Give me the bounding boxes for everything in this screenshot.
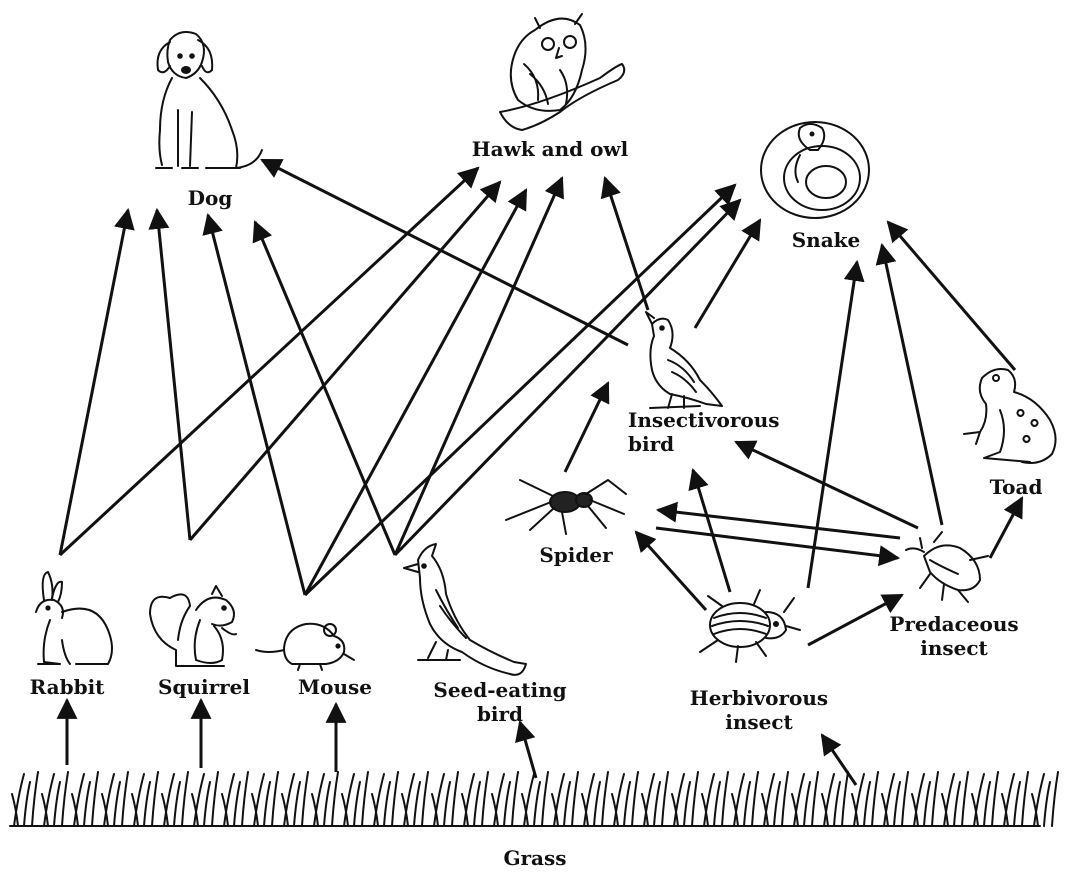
arrow-mouse-snake	[303, 183, 737, 597]
arrow-herbivorous-insect-predaceous-insect	[807, 593, 904, 647]
arrow-predaceous-insect-spider	[655, 501, 901, 540]
arrow-predaceous-insect-insectivorous-bird	[734, 440, 919, 530]
label-rabbit: Rabbit	[29, 675, 105, 699]
arrow-squirrel-dog	[148, 207, 192, 541]
arrow-grass-seed-eating-bird	[515, 719, 538, 779]
label-squirrel: Squirrel	[158, 675, 250, 699]
label-toad: Toad	[989, 475, 1043, 499]
rabbit-icon	[35, 571, 113, 665]
arrow-seed-bird-dog	[252, 220, 397, 556]
grass-icon	[9, 771, 1059, 827]
cardinal-icon	[403, 543, 527, 676]
label-mouse: Mouse	[297, 675, 372, 699]
arrow-mouse-hawk	[303, 188, 528, 596]
label-herbivorous-insect: Herbivorous insect	[689, 686, 829, 734]
beetle-icon	[905, 531, 989, 603]
arrow-spider-insectivorous-bird	[563, 381, 610, 473]
arrow-mouse-dog	[202, 212, 307, 596]
grass-blades	[11, 771, 1059, 827]
arrow-insectivorous-bird-hawk	[600, 176, 650, 311]
arrow-rabbit-hawk	[58, 166, 480, 557]
squirrel-icon	[149, 585, 237, 667]
feeding-arrows	[56, 158, 1024, 786]
arrow-predaceous-insect-toad	[988, 496, 1024, 559]
arrow-herbivorous-insect-insectivorous-bird	[688, 467, 732, 593]
arrow-rabbit-dog	[58, 207, 135, 556]
label-dog: Dog	[187, 186, 233, 210]
arrow-insectivorous-bird-dog	[260, 158, 629, 347]
snake-icon	[760, 121, 870, 219]
label-predaceous-insect: Predaceous insect	[889, 612, 1019, 660]
label-spider: Spider	[539, 543, 613, 567]
arrow-insectivorous-bird-snake	[693, 218, 762, 329]
spider-icon	[505, 479, 627, 535]
label-insectivorous-bird: Insectivorous bird	[628, 408, 780, 456]
arrow-predaceous-insect-snake	[875, 242, 944, 526]
label-snake: Snake	[791, 228, 861, 252]
mouse-icon	[255, 622, 355, 671]
bird-icon	[645, 311, 723, 409]
arrow-seed-bird-snake	[393, 198, 742, 557]
arrow-herbivorous-insect-snake	[806, 259, 865, 589]
label-grass: Grass	[503, 846, 567, 870]
beetle-icon	[699, 589, 801, 663]
arrow-seed-bird-hawk	[393, 176, 564, 556]
label-seed-eating-bird: Seed-eating bird	[433, 678, 567, 726]
arrow-squirrel-hawk	[188, 180, 502, 541]
arrow-spider-predaceous-insect	[655, 526, 901, 567]
dog-icon	[155, 31, 263, 169]
arrow-toad-snake	[886, 220, 1017, 371]
label-hawk-and-owl: Hawk and owl	[471, 137, 629, 161]
owl-icon	[499, 13, 626, 131]
arrow-herbivorous-insect-spider	[634, 530, 708, 612]
toad-icon	[963, 368, 1057, 464]
arrow-grass-herbivorous-insect	[820, 733, 858, 786]
